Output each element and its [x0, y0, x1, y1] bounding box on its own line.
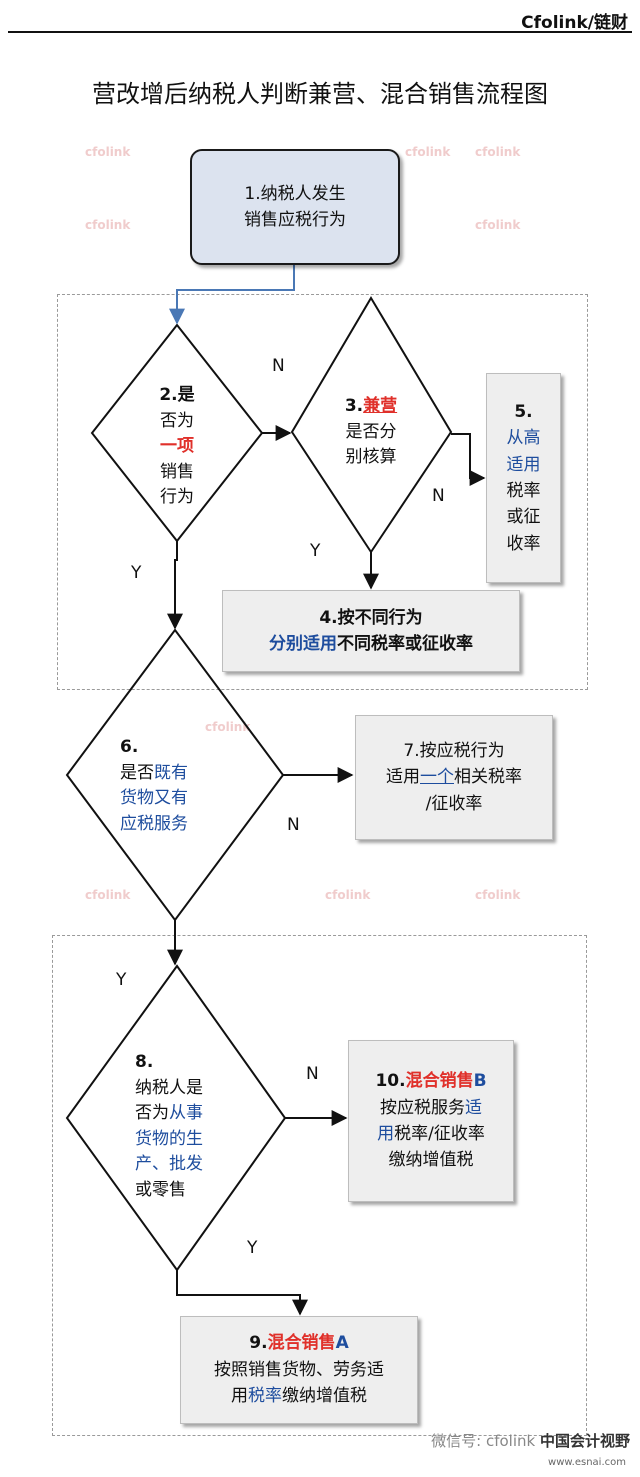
watermark: cfolink — [475, 888, 521, 902]
start-node: 1.纳税人发生 销售应税行为 — [190, 149, 400, 265]
brand-label: Cfolink/链财 — [521, 13, 628, 33]
decision-8-text: 8. 纳税人是 否为从事 货物的生 产、批发 或零售 — [135, 1052, 203, 1200]
footer-watermark: 微信号: cfolink 中国会计视野 — [431, 1432, 630, 1450]
watermark: cfolink — [205, 720, 251, 734]
page-title: 营改增后纳税人判断兼营、混合销售流程图 — [92, 80, 548, 108]
label-y-3-4: Y — [310, 541, 321, 561]
watermark: cfolink — [85, 888, 131, 902]
label-n-6-7: N — [287, 815, 300, 835]
watermark: cfolink — [475, 218, 521, 232]
header-rule — [8, 31, 632, 33]
result-4-box: 4.按不同行为 分别适用不同税率或征收率 — [222, 590, 520, 672]
label-y-2-6: Y — [131, 563, 142, 583]
watermark: cfolink — [325, 888, 371, 902]
decision-2-text: 2.是 否为 一项 销售 行为 — [159, 385, 195, 507]
footer-url: www.esnai.com — [548, 1457, 626, 1468]
label-n-8-10: N — [306, 1064, 319, 1084]
watermark: cfolink — [85, 145, 131, 159]
label-n-3-5: N — [432, 486, 445, 506]
watermark: cfolink — [475, 145, 521, 159]
watermark: cfolink — [85, 218, 131, 232]
label-y-6-8: Y — [116, 970, 127, 990]
decision-6-text: 6. 是否既有 货物又有 应税服务 — [120, 737, 188, 834]
group-sales-behavior — [57, 294, 588, 690]
watermark: cfolink — [405, 145, 451, 159]
decision-3-text: 3.兼营 是否分 别核算 — [344, 396, 398, 467]
group-mixed-sales — [52, 935, 587, 1436]
label-y-8-9: Y — [247, 1238, 258, 1258]
result-10-box: 10.混合销售B 按应税服务适 用税率/征收率 缴纳增值税 — [348, 1040, 514, 1202]
label-n-2-3: N — [272, 356, 285, 376]
result-9-box: 9.混合销售A 按照销售货物、劳务适 用税率缴纳增值税 — [180, 1316, 418, 1424]
result-5-box: 5. 从高 适用 税率 或征 收率 — [486, 373, 561, 583]
result-7-box: 7.按应税行为 适用一个相关税率 /征收率 — [355, 715, 553, 840]
